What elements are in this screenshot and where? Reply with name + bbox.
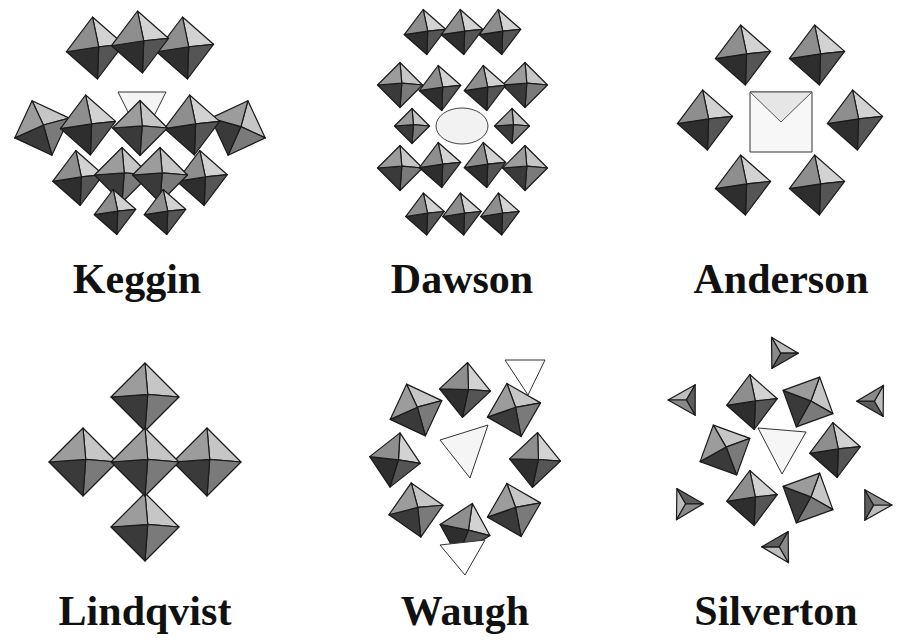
octahedron bbox=[435, 359, 494, 422]
central-octahedron bbox=[750, 92, 812, 152]
structure-name: Lindqvist bbox=[59, 588, 232, 634]
octahedron bbox=[441, 9, 482, 54]
octahedron bbox=[481, 193, 520, 235]
structure-name: Waugh bbox=[401, 588, 529, 634]
tetrahedron bbox=[857, 378, 897, 417]
structure-name: Silverton bbox=[694, 588, 857, 634]
octahedron bbox=[715, 25, 770, 85]
octahedron bbox=[479, 9, 520, 54]
central-octahedron bbox=[750, 92, 812, 122]
tetrahedron bbox=[758, 330, 798, 369]
octahedron bbox=[495, 109, 530, 144]
octahedron bbox=[505, 429, 564, 492]
octahedron bbox=[363, 427, 426, 493]
octahedron bbox=[156, 17, 213, 79]
octahedron bbox=[419, 66, 460, 111]
keggin-structure bbox=[5, 11, 275, 235]
octahedron bbox=[164, 95, 219, 155]
octahedron bbox=[49, 428, 117, 496]
structure-name: Keggin bbox=[73, 256, 201, 302]
octahedron bbox=[94, 190, 135, 235]
open-face bbox=[505, 360, 545, 395]
octahedron bbox=[173, 428, 241, 496]
octahedron bbox=[677, 90, 732, 150]
octahedron bbox=[464, 143, 505, 188]
octahedron bbox=[381, 375, 451, 445]
octahedron bbox=[715, 155, 770, 215]
octahedron bbox=[771, 365, 844, 438]
structure-name: Dawson bbox=[391, 256, 533, 302]
octahedron bbox=[727, 471, 778, 526]
octahedron bbox=[111, 428, 179, 496]
octahedron bbox=[378, 63, 423, 108]
octahedron bbox=[53, 151, 104, 206]
central-icosahedron bbox=[758, 428, 806, 474]
octahedron bbox=[464, 66, 505, 111]
octahedron bbox=[727, 375, 778, 430]
octahedron bbox=[503, 63, 548, 108]
anderson-structure bbox=[677, 25, 882, 215]
waugh-structure bbox=[363, 359, 564, 575]
tetrahedron bbox=[762, 532, 802, 571]
octahedron bbox=[378, 146, 423, 191]
octahedron bbox=[480, 476, 547, 543]
octahedron bbox=[60, 95, 115, 155]
silverton-structure bbox=[663, 330, 897, 571]
structure-name: Anderson bbox=[693, 256, 868, 302]
tetrahedron bbox=[668, 385, 695, 416]
octahedron bbox=[419, 143, 460, 188]
octahedron bbox=[144, 190, 185, 235]
octahedron bbox=[111, 11, 168, 73]
octahedron bbox=[111, 493, 179, 561]
octahedron bbox=[503, 146, 548, 191]
octahedron bbox=[827, 90, 882, 150]
octahedron bbox=[443, 193, 482, 235]
octahedron bbox=[789, 155, 844, 215]
tetrahedron bbox=[865, 490, 892, 521]
octahedron bbox=[113, 101, 168, 156]
lindqvist-structure bbox=[49, 363, 241, 561]
octahedron bbox=[404, 9, 445, 54]
octahedron bbox=[384, 478, 448, 542]
octahedron bbox=[406, 193, 445, 235]
octahedron bbox=[480, 376, 547, 443]
central-octahedron bbox=[440, 425, 488, 478]
tetrahedron bbox=[663, 489, 703, 528]
octahedron bbox=[111, 363, 179, 431]
octahedron bbox=[810, 423, 861, 478]
dawson-structure bbox=[378, 9, 548, 235]
open-face bbox=[440, 540, 485, 575]
octahedron bbox=[395, 109, 430, 144]
central-tetrahedron bbox=[436, 108, 488, 144]
octahedron bbox=[789, 25, 844, 85]
